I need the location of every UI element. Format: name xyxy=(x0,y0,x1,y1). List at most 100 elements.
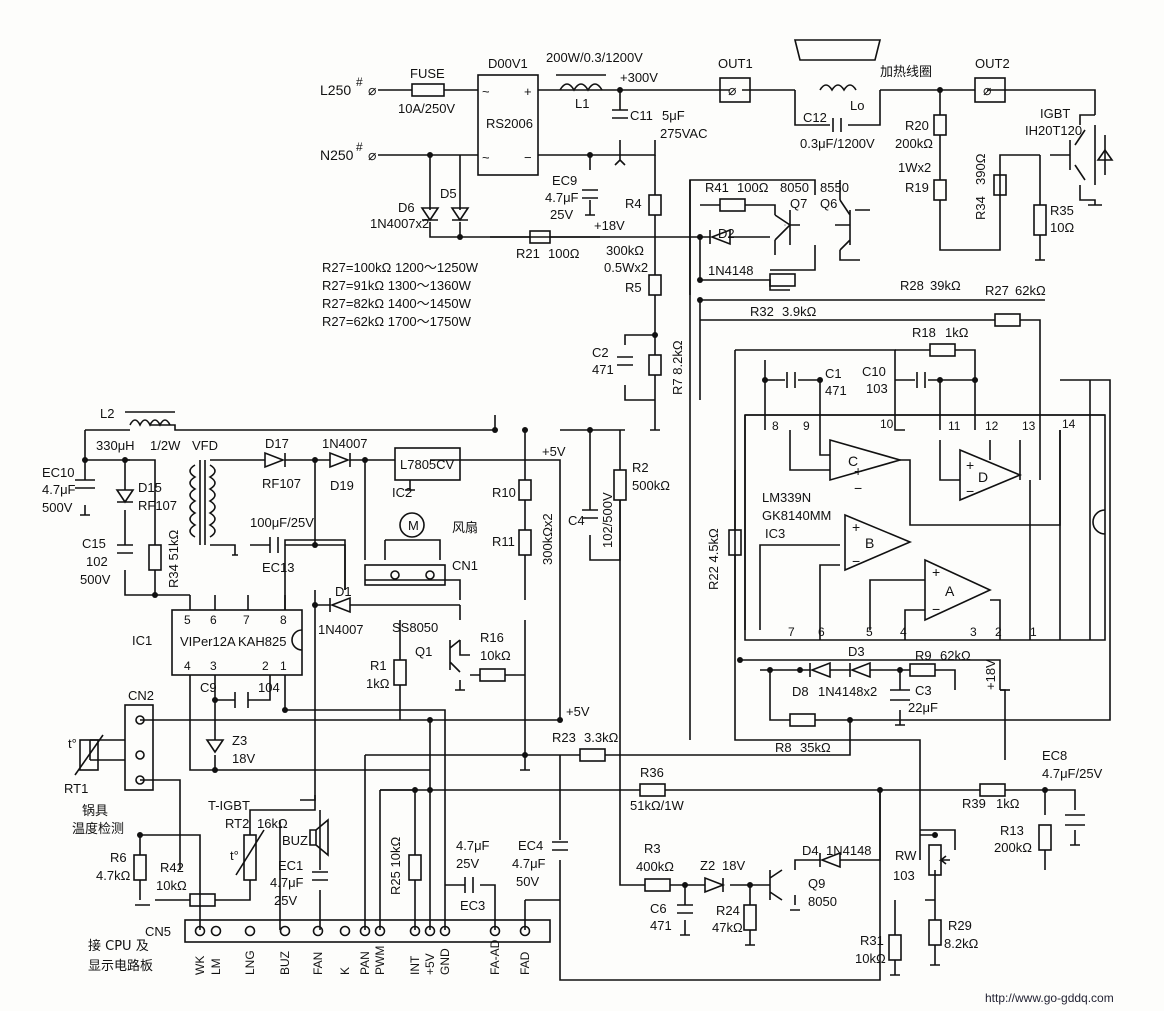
r32-name: R32 xyxy=(750,304,774,319)
ec1-volt: 25V xyxy=(274,893,297,908)
fuse-name: FUSE xyxy=(410,66,445,81)
cn5-pin-label-lm: LM xyxy=(209,958,223,975)
r27-table-row-1: R27=100kΩ 1200～1250W xyxy=(322,260,479,275)
d8-name: D8 xyxy=(792,684,809,699)
r29-name: R29 xyxy=(948,918,972,933)
c15-name: C15 xyxy=(82,536,106,551)
z2-value: 18V xyxy=(722,858,745,873)
c9-value: 104 xyxy=(258,680,280,695)
fuse-value: 10A/250V xyxy=(398,101,455,116)
r41-value: 100Ω xyxy=(737,180,769,195)
c10-name: C10 xyxy=(862,364,886,379)
igbt-name: IGBT xyxy=(1040,106,1070,121)
r35-name: R35 xyxy=(1050,203,1074,218)
svg-text:+: + xyxy=(932,564,940,580)
cn5-pin-pwm xyxy=(374,925,386,937)
l2-name: L2 xyxy=(100,406,114,421)
ec4-capacitor-icon xyxy=(552,841,568,851)
cn5-pin-label-pwm: PWM xyxy=(373,946,387,975)
rw-name: RW xyxy=(895,848,917,863)
lm339-pin-14: 14 xyxy=(1062,417,1076,431)
d5-name: D5 xyxy=(440,186,457,201)
r18-value: 1kΩ xyxy=(945,325,969,340)
plus18-right: +18V xyxy=(983,659,998,690)
c15-volt: 500V xyxy=(80,572,111,587)
r25-label: R25 10kΩ xyxy=(388,837,403,895)
ec3-capacitor-icon xyxy=(464,877,474,893)
c3-capacitor-icon xyxy=(890,689,910,701)
r23-name: R23 xyxy=(552,730,576,745)
r34top-value: 390Ω xyxy=(973,153,988,185)
d1-part: 1N4007 xyxy=(318,622,364,637)
watermark: http://www.go-gddq.com xyxy=(985,991,1114,1005)
lm339-name: IC3 xyxy=(765,526,785,541)
d2-diode-icon xyxy=(709,228,731,246)
fan-label: 风扇 xyxy=(452,520,478,536)
cn1-name: CN1 xyxy=(452,558,478,573)
r19-name: R19 xyxy=(905,180,929,195)
ic1-pin-7: 7 xyxy=(243,613,250,627)
ic2-part: L7805CV xyxy=(400,457,455,472)
r20-power: 1Wx2 xyxy=(898,160,931,175)
r4-power: 0.5Wx2 xyxy=(604,260,648,275)
cn5-name: CN5 xyxy=(145,924,171,939)
ec9-name: EC9 xyxy=(552,173,577,188)
lm339-pin-1: 1 xyxy=(1030,625,1037,639)
r20-name: R20 xyxy=(905,118,929,133)
d3-name: D3 xyxy=(848,644,865,659)
r32-value: 3.9kΩ xyxy=(782,304,817,319)
ec10-capacitor-icon xyxy=(75,479,95,489)
cn5-pins xyxy=(194,925,531,937)
c4-value: 102/500V xyxy=(600,492,615,548)
d2-name: D2 xyxy=(718,226,735,241)
cn5-pin-label-k: K xyxy=(338,967,352,975)
d8-part: 1N4148x2 xyxy=(818,684,877,699)
r18-resistor-icon xyxy=(929,343,956,357)
lm339-pin-5: 5 xyxy=(866,625,873,639)
r2-name: R2 xyxy=(632,460,649,475)
cn5-connector-icon xyxy=(184,919,551,943)
r39-name: R39 xyxy=(962,796,986,811)
d19-diode-icon xyxy=(329,451,351,469)
out1-label: OUT1 xyxy=(718,56,753,71)
plus5-label-mid: +5V xyxy=(566,704,590,719)
svg-text:+: + xyxy=(854,463,862,479)
r36-resistor-icon xyxy=(639,783,666,797)
igbt-icon xyxy=(1069,129,1086,181)
d4-part: 1N4148 xyxy=(826,843,872,858)
rt1-t: t° xyxy=(68,736,77,751)
r10-name: R10 xyxy=(492,485,516,500)
cn5-pin-label-fad: FAD xyxy=(518,951,532,975)
cn5-pin-wk xyxy=(194,925,206,937)
ic1-pin-1: 1 xyxy=(280,659,287,673)
cn5-pin-label-wk: WK xyxy=(193,956,207,975)
r31-value: 10kΩ xyxy=(855,951,886,966)
ic1-pin-6: 6 xyxy=(210,613,217,627)
q7-transistor-icon xyxy=(774,210,800,245)
r1-name: R1 xyxy=(370,658,387,673)
bridge-name: D00V1 xyxy=(488,56,528,71)
r6-resistor-icon xyxy=(133,854,147,881)
z3-zener-icon xyxy=(205,739,225,754)
cn5-pin-fan xyxy=(312,925,324,937)
r36-name: R36 xyxy=(640,765,664,780)
ic2-name: IC2 xyxy=(392,485,412,500)
heating-coil-icon xyxy=(793,39,882,61)
labels: L250 # N250 # FUSE 10A/250V D00V1 RS2006… xyxy=(42,50,1114,1005)
c6-value: 471 xyxy=(650,918,672,933)
r39-value: 1kΩ xyxy=(996,796,1020,811)
r2-resistor-icon xyxy=(613,469,627,501)
cn5-pin-faad xyxy=(489,925,501,937)
ec8-value: 4.7μF/25V xyxy=(1042,766,1103,781)
input-l-terminal-icon: ⌀ xyxy=(368,82,376,98)
cn5-caption-2: 显示电路板 xyxy=(88,958,153,974)
svg-text:−: − xyxy=(854,480,862,496)
svg-text:+: + xyxy=(966,457,974,473)
r4-resistor-icon xyxy=(648,194,662,216)
r13-name: R13 xyxy=(1000,823,1024,838)
r6-value: 4.7kΩ xyxy=(96,868,131,883)
r23-value: 3.3kΩ xyxy=(584,730,619,745)
r10-value: 300kΩx2 xyxy=(540,513,555,565)
r4-name: R4 xyxy=(625,196,642,211)
